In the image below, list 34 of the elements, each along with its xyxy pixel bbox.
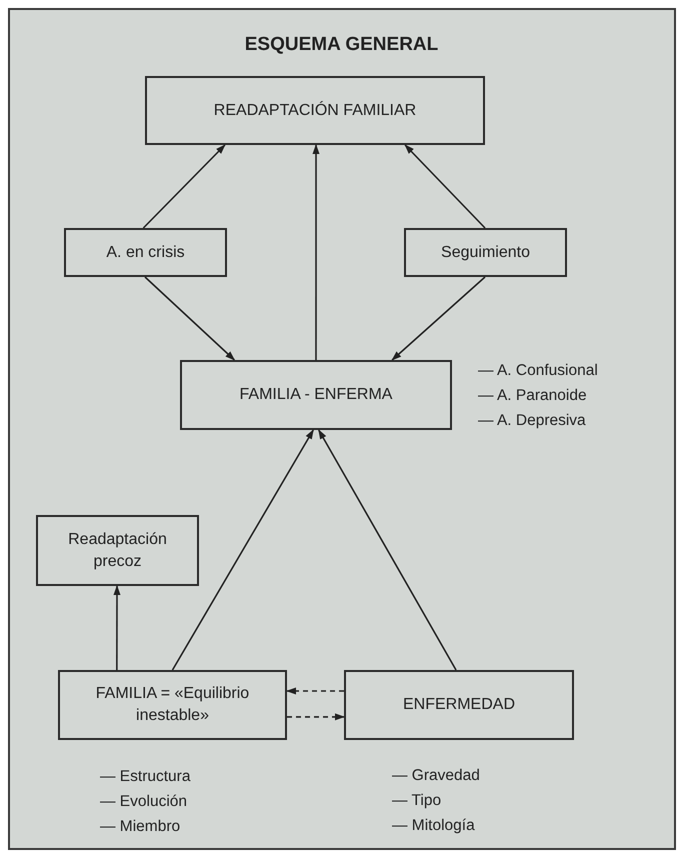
arrow <box>144 276 236 361</box>
process-box <box>64 228 227 277</box>
arrow <box>286 688 344 694</box>
box-label: Readaptación precoz <box>67 530 168 572</box>
list-item: — Estructura <box>100 767 190 787</box>
process-box <box>145 76 485 145</box>
arrow <box>312 144 320 360</box>
arrow <box>142 144 226 229</box>
list-item: — A. Paranoide <box>478 386 588 406</box>
arrow <box>114 585 120 670</box>
list-item: — A. Depresiva <box>478 411 587 431</box>
box-label: Seguimiento <box>441 242 530 263</box>
list-item: — Miembro <box>100 817 182 837</box>
process-box <box>58 670 287 740</box>
process-box <box>404 228 567 277</box>
box-label: A. en crisis <box>106 242 185 263</box>
list-item: — Mitología <box>392 816 476 836</box>
process-box <box>344 670 574 740</box>
arrow <box>287 713 345 720</box>
list-item: — Evolución <box>100 792 188 812</box>
arrow <box>391 276 486 361</box>
box-label: FAMILIA = «Equilibrio inestable» <box>94 684 250 726</box>
box-label: ENFERMEDAD <box>402 695 515 716</box>
box-label: READAPTACIÓN FAMILIAR <box>214 100 416 121</box>
list-item: — Tipo <box>392 791 442 811</box>
box-label: FAMILIA - ENFERMA <box>240 385 392 406</box>
process-box <box>180 360 452 430</box>
diagram-title: ESQUEMA GENERAL <box>244 34 440 56</box>
arrow <box>404 144 486 229</box>
list-item: — A. Confusional <box>478 361 598 381</box>
arrow <box>172 429 314 670</box>
process-box <box>36 515 199 586</box>
list-item: — Gravedad <box>392 766 480 786</box>
arrow <box>318 429 457 670</box>
